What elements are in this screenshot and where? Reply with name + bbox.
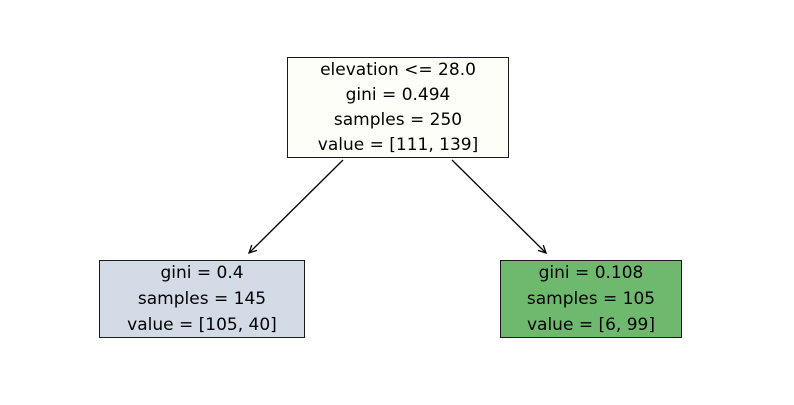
node-samples: samples = 105	[526, 289, 656, 309]
node-samples: samples = 145	[137, 289, 267, 309]
tree-node-left-leaf: gini = 0.4 samples = 145 value = [105, 4…	[99, 260, 305, 338]
tree-node-right-leaf: gini = 0.108 samples = 105 value = [6, 9…	[500, 260, 682, 338]
node-gini: gini = 0.494	[345, 84, 451, 105]
node-value: value = [111, 139]	[317, 134, 479, 155]
node-value: value = [6, 99]	[526, 315, 655, 335]
edge-root-to-right-arrow	[451, 159, 548, 255]
edge-root-to-left-arrow	[247, 159, 344, 255]
node-gini: gini = 0.108	[538, 263, 644, 283]
node-condition: elevation <= 28.0	[320, 59, 476, 80]
node-gini: gini = 0.4	[160, 263, 244, 283]
node-samples: samples = 250	[333, 109, 463, 130]
tree-node-root: elevation <= 28.0 gini = 0.494 samples =…	[287, 57, 509, 158]
node-value: value = [105, 40]	[127, 315, 277, 335]
